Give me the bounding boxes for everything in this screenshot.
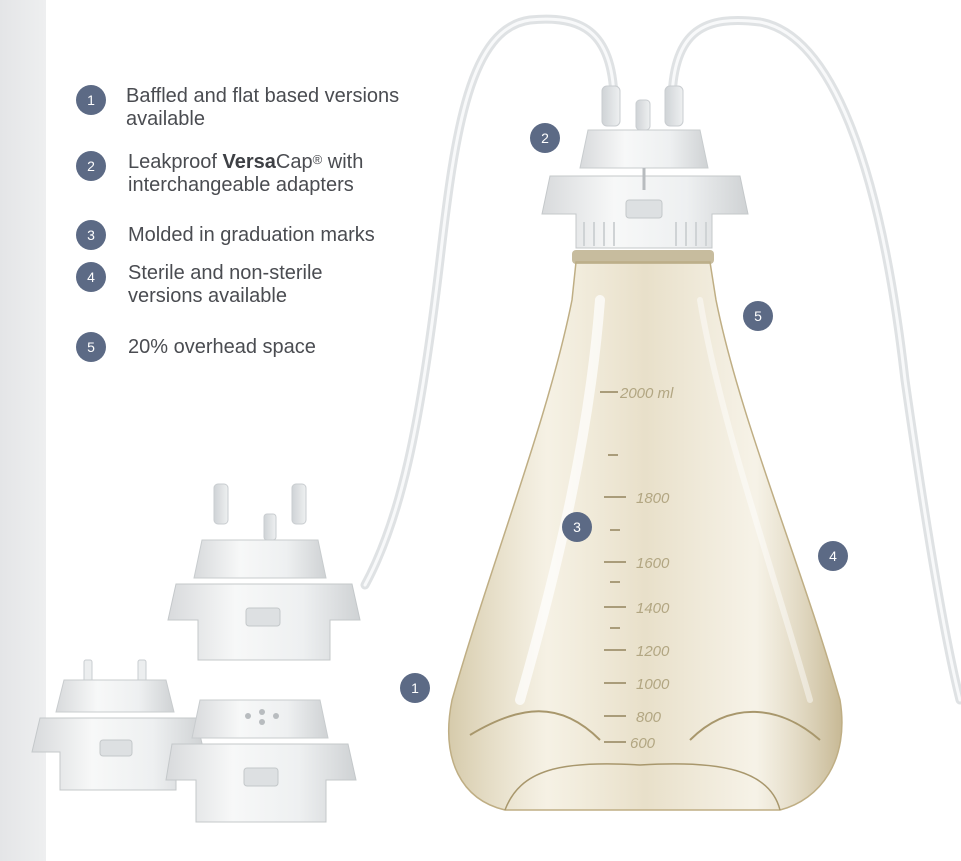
callout-pin-2: 2 xyxy=(530,123,560,153)
left-gradient-strip xyxy=(0,0,46,861)
versacap-flat-port xyxy=(31,659,205,791)
graduation-label: 1200 xyxy=(636,643,670,660)
callout-pin-3: 3 xyxy=(562,512,592,542)
graduation-label: 1000 xyxy=(636,676,670,693)
versacap-two-port xyxy=(167,483,361,661)
graduation-label: 1600 xyxy=(636,555,670,572)
graduation-label: 1800 xyxy=(636,490,670,507)
callout-pin-1: 1 xyxy=(400,673,430,703)
callout-pin-4: 4 xyxy=(818,541,848,571)
graduation-label: 800 xyxy=(636,709,662,726)
graduation-label: 2000 ml xyxy=(619,385,674,402)
graduation-label: 1400 xyxy=(636,600,670,617)
erlenmeyer-flask: 2000 ml 1800 1600 1400 1200 1000 800 600 xyxy=(448,250,843,811)
versacap-vented xyxy=(165,699,357,823)
versacap-main xyxy=(541,85,749,249)
graduation-label: 600 xyxy=(630,735,656,752)
callout-pin-5: 5 xyxy=(743,301,773,331)
